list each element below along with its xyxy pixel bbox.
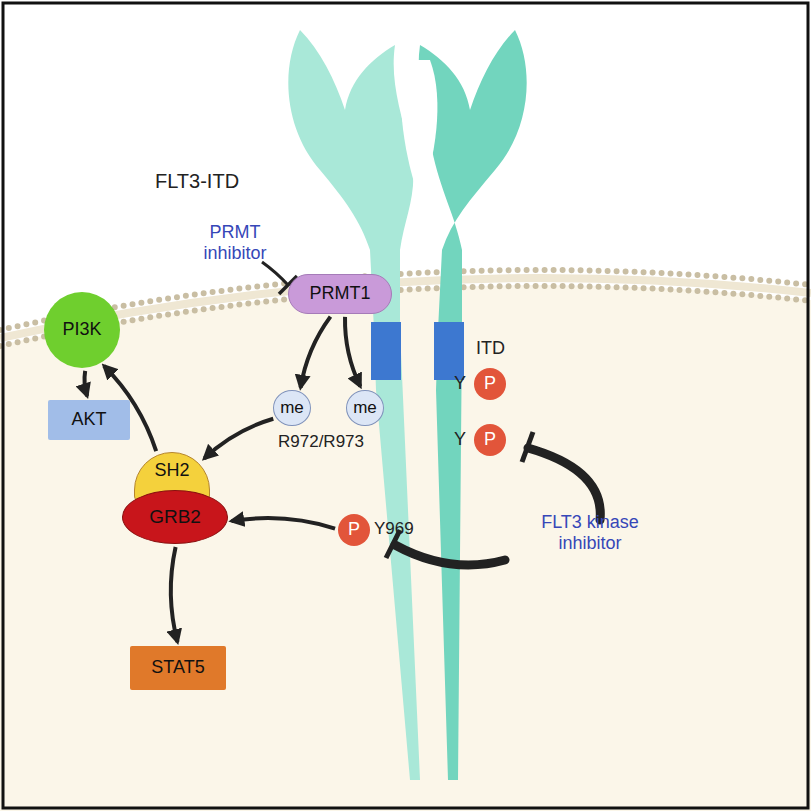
node-text: me bbox=[353, 399, 377, 418]
inhibitor-label: PRMT inhibitor bbox=[195, 222, 275, 263]
node-text: STAT5 bbox=[151, 658, 204, 678]
inhibition-line bbox=[262, 262, 288, 285]
inhibition-bar bbox=[522, 432, 533, 462]
akt-box: AKT bbox=[48, 400, 130, 440]
residue-label: R972/R973 bbox=[278, 432, 364, 452]
receptor-name: FLT3-ITD bbox=[155, 170, 239, 193]
methyl-circle: me bbox=[346, 390, 384, 426]
domain-label: ITD bbox=[476, 338, 505, 359]
inhibitor-label: FLT3 kinase inhibitor bbox=[520, 512, 660, 553]
arrow-connector bbox=[84, 371, 87, 396]
node-text: SH2 bbox=[154, 461, 189, 481]
stat5-box: STAT5 bbox=[130, 646, 226, 690]
arrow-connector bbox=[204, 419, 273, 459]
arrow-connector bbox=[231, 518, 335, 529]
phospho-circle: P bbox=[474, 424, 506, 456]
prmt1-pill: PRMT1 bbox=[288, 274, 392, 314]
node-text: PI3K bbox=[62, 320, 101, 340]
inhibition-line bbox=[395, 545, 505, 565]
node-text: P bbox=[348, 520, 360, 540]
node-text: PRMT1 bbox=[309, 284, 370, 304]
residue-label: Y bbox=[454, 373, 466, 394]
node-text: AKT bbox=[71, 410, 106, 430]
grb2-ellipse: GRB2 bbox=[122, 490, 228, 544]
phospho-circle: P bbox=[474, 368, 506, 400]
membrane-tails bbox=[0, 278, 811, 338]
itd-segment bbox=[434, 322, 464, 380]
arrow-connector bbox=[345, 317, 360, 387]
node-text: GRB2 bbox=[149, 507, 201, 528]
methyl-circle: me bbox=[273, 390, 311, 426]
node-text: P bbox=[484, 374, 496, 394]
membrane-inner bbox=[0, 286, 811, 346]
residue-label: Y969 bbox=[374, 519, 414, 539]
arrow-connector bbox=[171, 547, 178, 642]
inhibition-line bbox=[528, 448, 600, 520]
node-text: me bbox=[280, 399, 304, 418]
arrow-connector bbox=[301, 317, 331, 388]
pi3k-circle: PI3K bbox=[44, 292, 120, 368]
residue-label: Y bbox=[454, 429, 466, 450]
phospho-circle: P bbox=[338, 514, 370, 546]
cytoplasm bbox=[0, 285, 811, 811]
frame bbox=[3, 3, 808, 808]
receptor-right bbox=[419, 30, 527, 780]
itd-segment bbox=[371, 322, 401, 380]
node-text: P bbox=[484, 430, 496, 450]
